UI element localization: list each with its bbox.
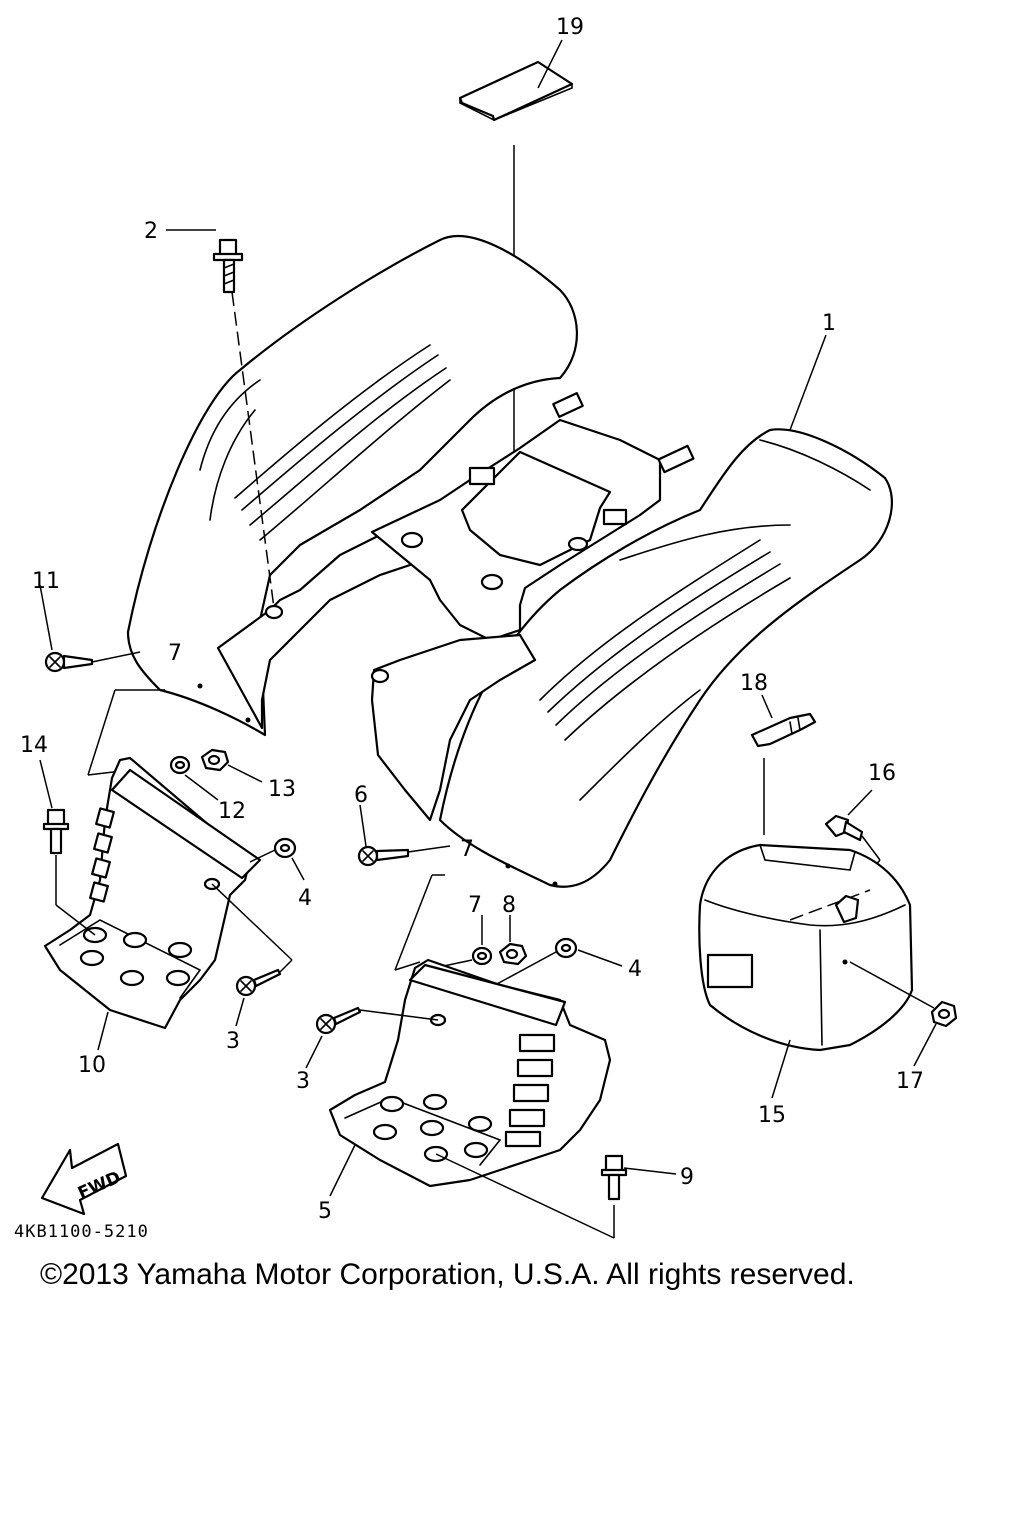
leader-3-left-to-hole	[211, 883, 293, 961]
leader-11-to-hole	[91, 651, 141, 663]
drawing-code: 4KB1100-5210	[14, 1222, 149, 1242]
part-13-nut	[200, 748, 230, 772]
leader-6-to-hole	[407, 845, 451, 853]
part-5-right-footwell	[328, 958, 612, 1188]
label-part-15: 15	[758, 1103, 786, 1128]
label-part-14: 14	[20, 733, 48, 758]
label-part-3-right: 3	[296, 1069, 310, 1094]
leader-15	[771, 1039, 791, 1099]
label-part-4-left: 4	[298, 886, 312, 911]
leader-7-right-b	[394, 874, 433, 971]
leader-4-right-to-part	[494, 951, 557, 986]
leader-3-left-to-part	[279, 959, 293, 973]
part-6-screw	[357, 845, 410, 867]
leader-10	[97, 1011, 109, 1051]
part-3-screw-right	[315, 1006, 362, 1035]
copyright-notice: ©2013 Yamaha Motor Corporation, U.S.A. A…	[40, 1258, 855, 1291]
label-part-6: 6	[354, 783, 368, 808]
leader-1	[789, 334, 827, 431]
leader-7-right-c	[394, 961, 421, 971]
callout-7-right: 7	[460, 837, 474, 862]
part-3-screw-left	[235, 968, 282, 997]
leader-13	[227, 764, 263, 783]
part-4-grommet-right	[554, 937, 578, 959]
part-12-washer	[169, 755, 191, 775]
leader-14	[39, 759, 53, 809]
part-16-bolt	[824, 814, 864, 842]
label-part-2: 2	[144, 219, 158, 244]
leader-7-left-b	[87, 689, 116, 776]
leader-5	[329, 1144, 356, 1197]
label-part-8: 8	[502, 893, 516, 918]
part-19-label-plate	[458, 60, 574, 122]
label-part-16: 16	[868, 761, 896, 786]
part-7-washer	[471, 946, 493, 966]
label-part-12: 12	[218, 799, 246, 824]
label-part-17: 17	[896, 1069, 924, 1094]
label-part-11: 11	[32, 569, 60, 594]
part-18-clip	[750, 712, 817, 748]
leader-2-to-hole	[231, 291, 275, 609]
leader-6	[359, 804, 367, 847]
leader-12	[184, 774, 219, 801]
part-11-screw	[44, 651, 94, 673]
part-9-bolt	[600, 1154, 628, 1201]
part-2-bolt	[212, 238, 244, 294]
leader-3-left	[235, 997, 245, 1027]
callout-7-left: 7	[168, 641, 182, 666]
leader-19	[537, 39, 563, 89]
part-1-rear-fender	[126, 235, 893, 888]
leader-9	[623, 1167, 677, 1175]
leader-18	[761, 694, 773, 719]
leader-14-to-hole	[55, 904, 96, 936]
label-part-18: 18	[740, 671, 768, 696]
leader-16-a	[861, 835, 881, 861]
part-4-grommet-left	[273, 837, 297, 859]
part-17-nut	[930, 1000, 958, 1028]
leader-3-right-to-hole	[359, 1009, 439, 1021]
leader-9-to-hole	[435, 1153, 615, 1239]
part-8-nut	[498, 942, 528, 966]
fwd-arrow-icon	[40, 1142, 128, 1216]
label-part-3-left: 3	[226, 1029, 240, 1054]
label-part-19: 19	[556, 15, 584, 40]
leader-3-right	[305, 1035, 323, 1069]
part-14-bolt	[42, 808, 70, 855]
label-part-13: 13	[268, 777, 296, 802]
leader-4-left	[291, 857, 305, 881]
label-part-1: 1	[822, 311, 836, 336]
leader-17-to-hole	[849, 961, 935, 1009]
label-part-5: 5	[318, 1199, 332, 1224]
leader-11	[39, 584, 53, 651]
leader-17	[913, 1023, 937, 1067]
part-15-tool-box	[698, 843, 914, 1052]
part-10-left-footwell	[43, 756, 262, 1030]
leader-4-right	[577, 949, 623, 967]
label-part-10: 10	[78, 1053, 106, 1078]
leader-4-left-to-part	[249, 849, 276, 863]
label-part-7-washer: 7	[468, 893, 482, 918]
label-part-4-right: 4	[628, 957, 642, 982]
leader-16	[847, 789, 873, 816]
label-part-9: 9	[680, 1165, 694, 1190]
